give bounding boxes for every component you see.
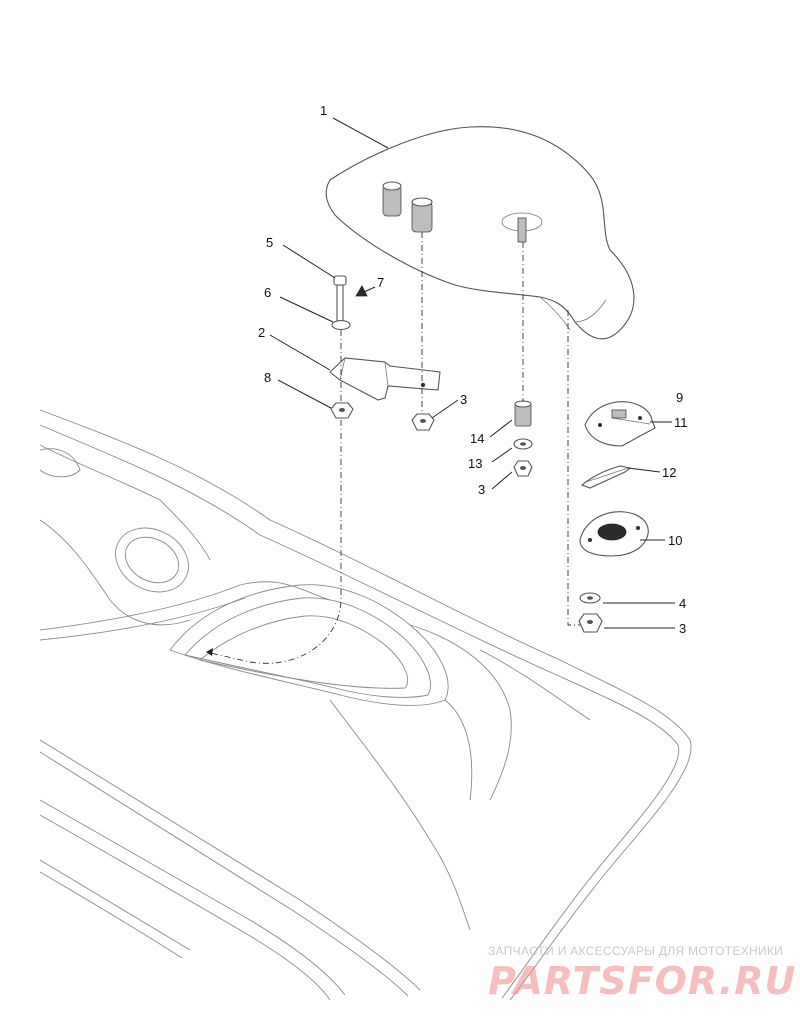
label-part-8: 8 bbox=[264, 370, 271, 385]
label-part-11: 11 bbox=[674, 415, 688, 430]
label-part-2: 2 bbox=[258, 325, 265, 340]
callout-leaders bbox=[269, 117, 675, 629]
label-part-10: 10 bbox=[668, 533, 682, 548]
label-part-9: 9 bbox=[676, 390, 683, 405]
part-number-labels: 1 5 7 6 2 8 3 14 13 3 9 11 12 10 4 3 bbox=[258, 103, 688, 636]
label-part-7: 7 bbox=[377, 275, 384, 290]
part-8-nut bbox=[330, 402, 354, 419]
watercraft-deck-outline bbox=[39, 409, 692, 1001]
part-12-spring bbox=[580, 465, 632, 489]
label-part-5: 5 bbox=[266, 235, 273, 250]
label-part-14: 14 bbox=[470, 431, 484, 446]
part-2-bracket bbox=[329, 357, 441, 401]
label-part-4: 4 bbox=[679, 596, 686, 611]
part-10-latch-base bbox=[579, 511, 649, 557]
part-5-bolt bbox=[333, 275, 347, 322]
arrow-head bbox=[206, 648, 213, 656]
watermark-logo: PARTSFOR.RU bbox=[488, 959, 796, 1003]
part-3-nut-c bbox=[578, 613, 603, 633]
label-part-3c: 3 bbox=[679, 621, 686, 636]
label-part-3b: 3 bbox=[478, 482, 485, 497]
part-6-washer bbox=[331, 319, 351, 331]
part-14-spacer bbox=[514, 400, 532, 427]
part-13-washer bbox=[513, 438, 533, 450]
label-part-3a: 3 bbox=[460, 392, 467, 407]
part-1-storage-lid bbox=[325, 126, 635, 340]
watermark: ЗАПЧАСТИ И АКСЕССУАРЫ ДЛЯ МОТОТЕХНИКИ PA… bbox=[488, 944, 796, 1003]
part-11-latch-plate bbox=[584, 401, 656, 447]
part-3-nut-a bbox=[411, 413, 435, 431]
part-7-grease bbox=[355, 285, 368, 297]
label-part-1: 1 bbox=[320, 103, 327, 118]
label-part-6: 6 bbox=[264, 285, 271, 300]
part-3-nut-b bbox=[513, 460, 533, 477]
assembly-centerlines bbox=[205, 232, 580, 664]
label-part-13: 13 bbox=[468, 456, 482, 471]
label-part-12: 12 bbox=[662, 465, 676, 480]
watermark-caption: ЗАПЧАСТИ И АКСЕССУАРЫ ДЛЯ МОТОТЕХНИКИ bbox=[488, 944, 783, 958]
part-4-washer bbox=[579, 592, 601, 604]
